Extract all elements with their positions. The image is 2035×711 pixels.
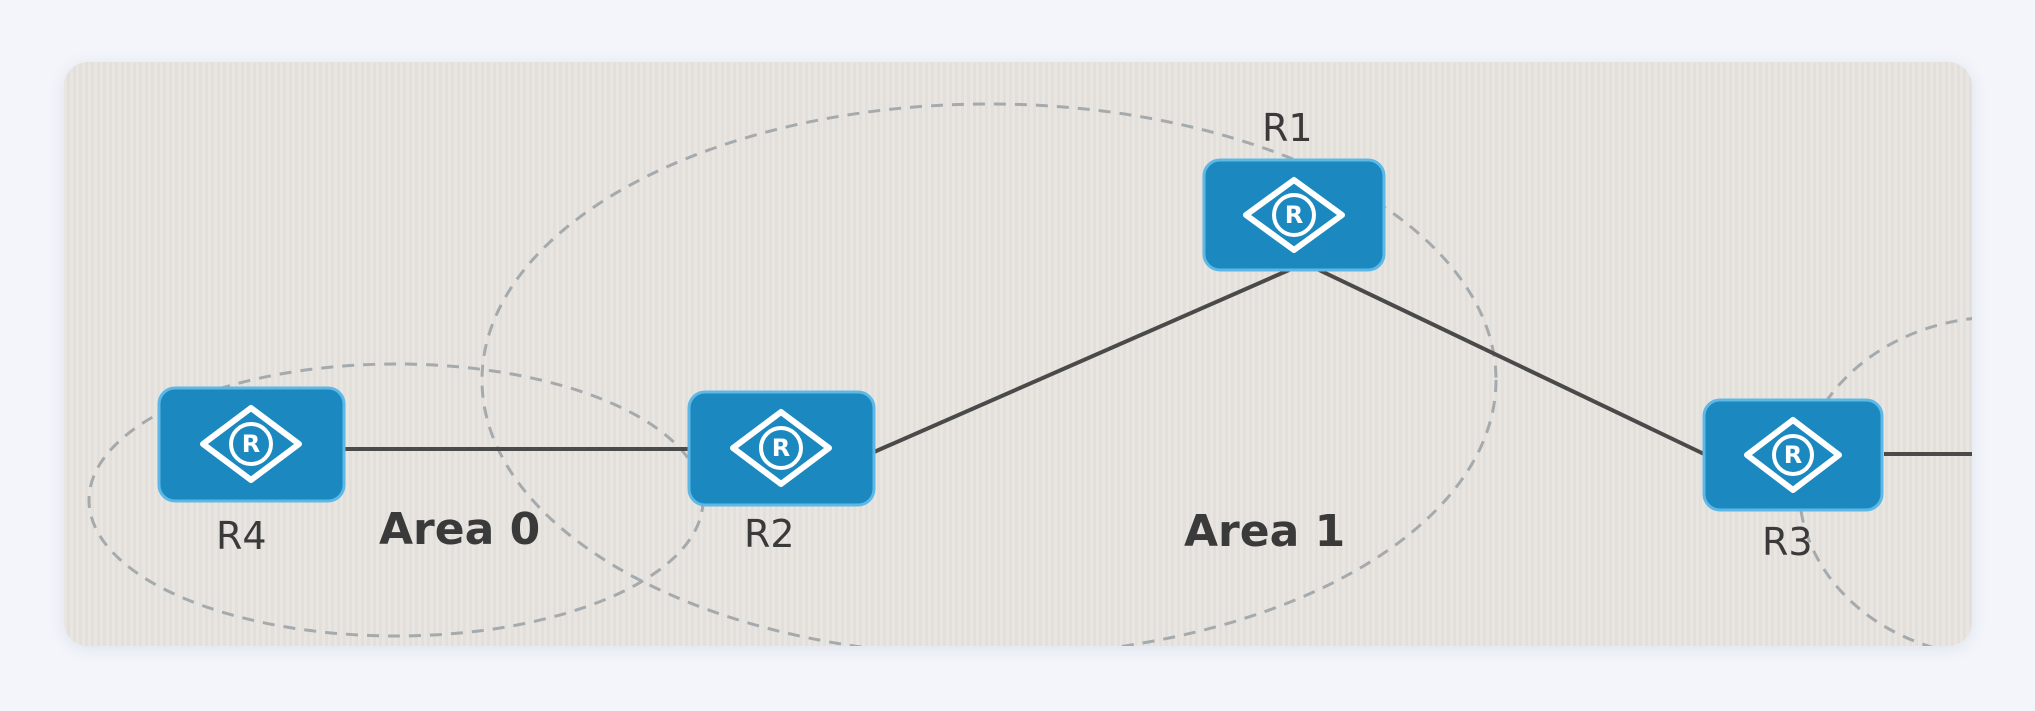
router-r3-label: R3 — [1762, 520, 1813, 564]
router-r1[interactable]: R — [1202, 158, 1386, 272]
router-glyph: R — [242, 430, 260, 458]
router-icon: R — [1243, 177, 1345, 253]
network-topology-diagram: R R R — [87, 102, 1972, 646]
router-r4-label: R4 — [216, 514, 267, 558]
router-icon: R — [730, 409, 832, 487]
link-r2-r1 — [873, 268, 1290, 454]
router-r1-label: R1 — [1262, 106, 1313, 150]
router-glyph: R — [772, 434, 790, 462]
router-icon: R — [200, 405, 302, 483]
diagram-frame: R R R — [64, 62, 1972, 646]
area-1-boundary — [480, 102, 1498, 646]
router-glyph: R — [1784, 441, 1802, 469]
router-r2-label: R2 — [744, 512, 795, 556]
router-glyph: R — [1285, 201, 1303, 229]
router-r2[interactable]: R — [687, 390, 876, 507]
link-r1-r3 — [1318, 268, 1705, 456]
area-0-label: Area 0 — [379, 504, 541, 555]
router-r4[interactable]: R — [157, 386, 346, 503]
area-1-label: Area 1 — [1184, 506, 1346, 557]
router-icon: R — [1744, 417, 1842, 493]
router-r3[interactable]: R — [1702, 398, 1884, 512]
